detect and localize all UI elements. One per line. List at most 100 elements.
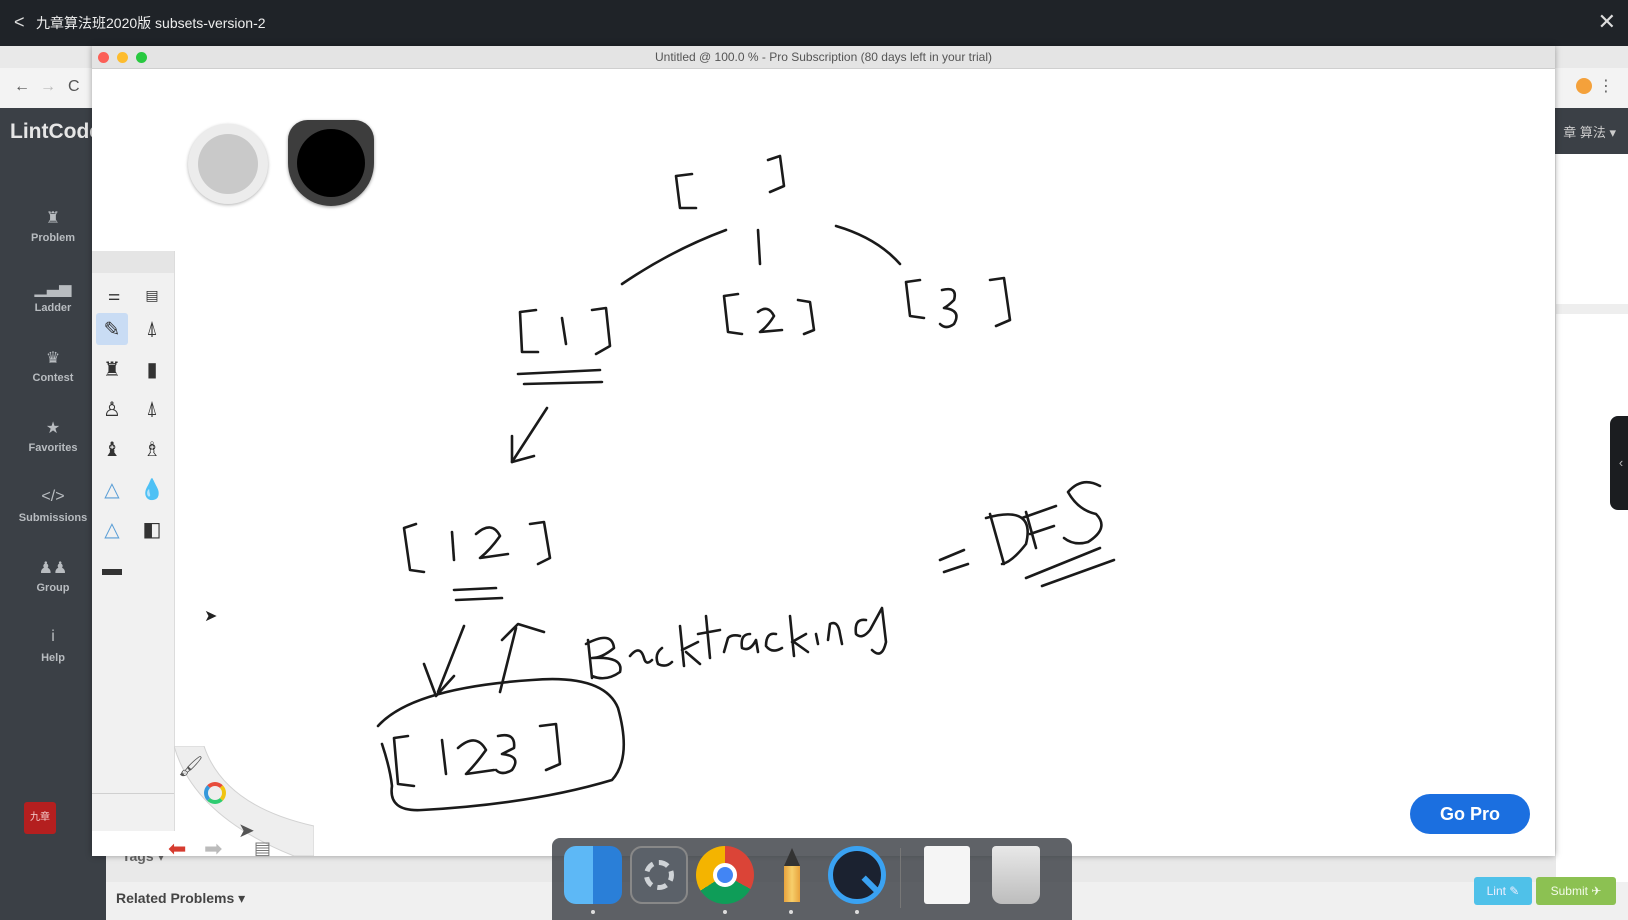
- ink-pen-tool[interactable]: ♝: [103, 438, 121, 461]
- eraser-tool[interactable]: ◧: [142, 518, 162, 541]
- sidebar-item-group[interactable]: ♟♟ Group: [0, 558, 106, 594]
- pencil-tool[interactable]: ✎: [96, 313, 128, 345]
- stroke-branch-right: [834, 224, 902, 266]
- system-preferences-icon[interactable]: [630, 846, 688, 904]
- stroke-dfs-S: [1062, 480, 1103, 545]
- radial-tool-menu: [174, 746, 314, 856]
- drawing-canvas[interactable]: [92, 68, 1555, 856]
- stroke-dfs-D: [984, 512, 1029, 566]
- stroke-onetwo-two: [474, 526, 510, 560]
- extension-icon[interactable]: [1576, 78, 1592, 94]
- technical-pen-tool[interactable]: ⍋: [146, 317, 158, 340]
- sketch-pencil-icon[interactable]: [762, 846, 820, 904]
- info-icon: i: [51, 628, 55, 645]
- fountain-pen-tool[interactable]: ♗: [143, 438, 161, 461]
- stroke-root-open-bracket: [674, 172, 698, 210]
- hard-eraser-tool[interactable]: ▬: [102, 557, 122, 580]
- stroke-underline-1: [516, 368, 602, 376]
- related-problems-dropdown[interactable]: Related Problems ▾: [116, 890, 246, 906]
- stroke-equals: [938, 548, 970, 574]
- color-wheel-icon[interactable]: [204, 782, 226, 804]
- fineliner-tool[interactable]: ⍋: [146, 397, 158, 420]
- layers-icon[interactable]: ▤: [254, 838, 272, 858]
- brush-library-icon[interactable]: ▤: [145, 286, 159, 303]
- stroke-onetwothree-two: [456, 739, 496, 776]
- stroke-three-digit: [938, 287, 958, 329]
- palette-header: [92, 251, 174, 273]
- secondary-color-swatch[interactable]: [188, 124, 268, 204]
- mouse-cursor-icon: ➤: [204, 608, 218, 625]
- close-icon[interactable]: ✕: [1597, 9, 1616, 34]
- lintcode-logo[interactable]: LintCode: [10, 120, 101, 143]
- sidebar-item-problem[interactable]: ♜ Problem: [0, 208, 106, 244]
- shape-tool[interactable]: △: [104, 518, 120, 541]
- sidebar-item-favorites[interactable]: ★ Favorites: [0, 418, 106, 454]
- stroke-three-close: [988, 276, 1012, 328]
- undo-icon[interactable]: ⬅: [168, 836, 187, 861]
- browser-back-button[interactable]: ←: [14, 78, 30, 95]
- video-title: 九章算法班2020版 subsets-version-2: [36, 15, 266, 31]
- app-title-bar: Untitled @ 100.0 % - Pro Subscription (8…: [92, 46, 1555, 69]
- chrome-icon[interactable]: [696, 846, 754, 904]
- go-pro-button[interactable]: Go Pro: [1410, 794, 1530, 834]
- stroke-one-digit: [560, 316, 568, 346]
- felt-pen-tool[interactable]: ▮: [146, 358, 158, 381]
- browser-reload-button[interactable]: C: [68, 78, 80, 95]
- airbrush-tool[interactable]: △: [104, 478, 120, 501]
- stroke-arrow-down-1-head: [510, 434, 536, 464]
- stroke-onetwo-open: [402, 522, 426, 574]
- lint-button[interactable]: Lint ✎: [1474, 877, 1532, 905]
- browser-forward-button[interactable]: →: [40, 78, 56, 95]
- stroke-one-open: [518, 308, 540, 354]
- stroke-root-close-bracket: [766, 154, 786, 194]
- stroke-onetwothree-one: [440, 738, 448, 776]
- stroke-onetwothree-close: [538, 722, 562, 772]
- stroke-two-close: [796, 298, 816, 336]
- stroke-onetwo-close: [528, 520, 552, 566]
- course-menu[interactable]: 章 算法 ▾: [1563, 125, 1616, 140]
- brush-icon[interactable]: 🖌: [178, 756, 204, 778]
- stroke-branch-mid: [756, 228, 762, 266]
- stroke-dfs-F: [1020, 504, 1058, 550]
- chevron-left-icon: ‹: [1618, 455, 1624, 470]
- brush-palette: ⚌ ▤ ✎ ⍋ ♜ ▮ ♙ ⍋ ♝ ♗ △ 💧 △ ◧ ▬: [92, 251, 175, 831]
- code-icon: </>: [41, 488, 65, 505]
- select-arrow-icon[interactable]: ➤: [238, 820, 255, 842]
- finder-icon[interactable]: [564, 846, 622, 904]
- stroke-underline-3: [452, 586, 498, 592]
- stroke-onetwothree-open: [392, 734, 416, 788]
- document-icon[interactable]: [924, 846, 970, 904]
- stroke-branch-left: [620, 228, 728, 286]
- sketch-app-window: Untitled @ 100.0 % - Pro Subscription (8…: [92, 46, 1555, 861]
- group-icon: ♟♟: [38, 560, 68, 577]
- trash-icon[interactable]: [992, 846, 1040, 904]
- quicktime-icon[interactable]: [828, 846, 886, 904]
- lintcode-sidebar: ♜ Problem ▁▃▅ Ladder ♛ Contest ★ Favorit…: [0, 154, 106, 920]
- jiuzhang-seal-logo: 九章: [24, 802, 56, 834]
- marker-tool[interactable]: ♜: [103, 358, 121, 381]
- stroke-underline-2: [522, 380, 604, 386]
- browser-menu-icon[interactable]: ⋮: [1598, 78, 1614, 95]
- primary-color-swatch[interactable]: [288, 120, 374, 206]
- sidebar-item-submissions[interactable]: </> Submissions: [0, 488, 106, 524]
- window-maximize-button[interactable]: [136, 52, 147, 63]
- back-icon[interactable]: <: [14, 12, 25, 32]
- sidebar-item-contest[interactable]: ♛ Contest: [0, 348, 106, 384]
- stroke-arrow-down-1: [510, 406, 549, 464]
- redo-icon[interactable]: ➡: [204, 836, 223, 861]
- water-drop-tool[interactable]: 💧: [139, 478, 165, 501]
- sidebar-item-ladder[interactable]: ▁▃▅ Ladder: [0, 278, 106, 314]
- stroke-onetwo-one: [450, 530, 456, 562]
- window-minimize-button[interactable]: [117, 52, 128, 63]
- window-close-button[interactable]: [98, 52, 109, 63]
- collapse-panel-tab[interactable]: ‹: [1610, 416, 1628, 510]
- submit-button[interactable]: Submit ✈: [1536, 877, 1616, 905]
- sidebar-item-help[interactable]: i Help: [0, 628, 106, 664]
- stroke-dfs-underline-2: [1040, 558, 1116, 588]
- stroke-two-open: [722, 292, 744, 336]
- brush-settings-icon[interactable]: ⚌: [107, 286, 121, 303]
- ballpoint-tool[interactable]: ♙: [103, 398, 121, 421]
- stroke-arrow-down-2: [436, 624, 466, 694]
- problem-content-area: [1556, 154, 1628, 920]
- stroke-one-close: [590, 306, 612, 356]
